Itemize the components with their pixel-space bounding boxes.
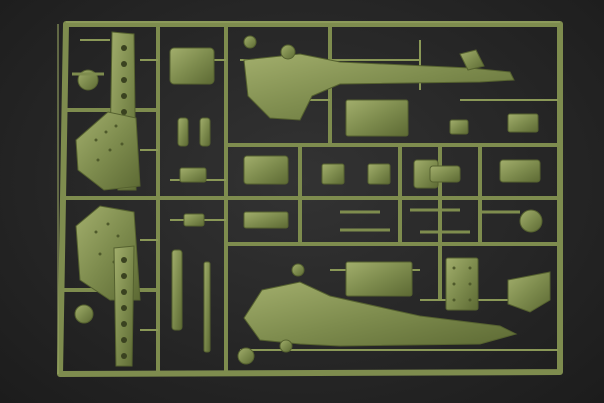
perforated-plate-bottom	[113, 245, 135, 367]
column-small-parts	[169, 47, 215, 353]
sprue-frame	[57, 21, 563, 377]
box-parts-bottom	[345, 257, 551, 313]
gun-trail-top	[243, 35, 515, 121]
gun-trail-bottom	[237, 263, 518, 365]
plate-rivets	[452, 266, 472, 302]
box-parts-top	[345, 99, 539, 137]
shield-part-top	[72, 69, 141, 191]
middle-row-parts	[243, 155, 543, 233]
rod-parts	[340, 208, 520, 234]
